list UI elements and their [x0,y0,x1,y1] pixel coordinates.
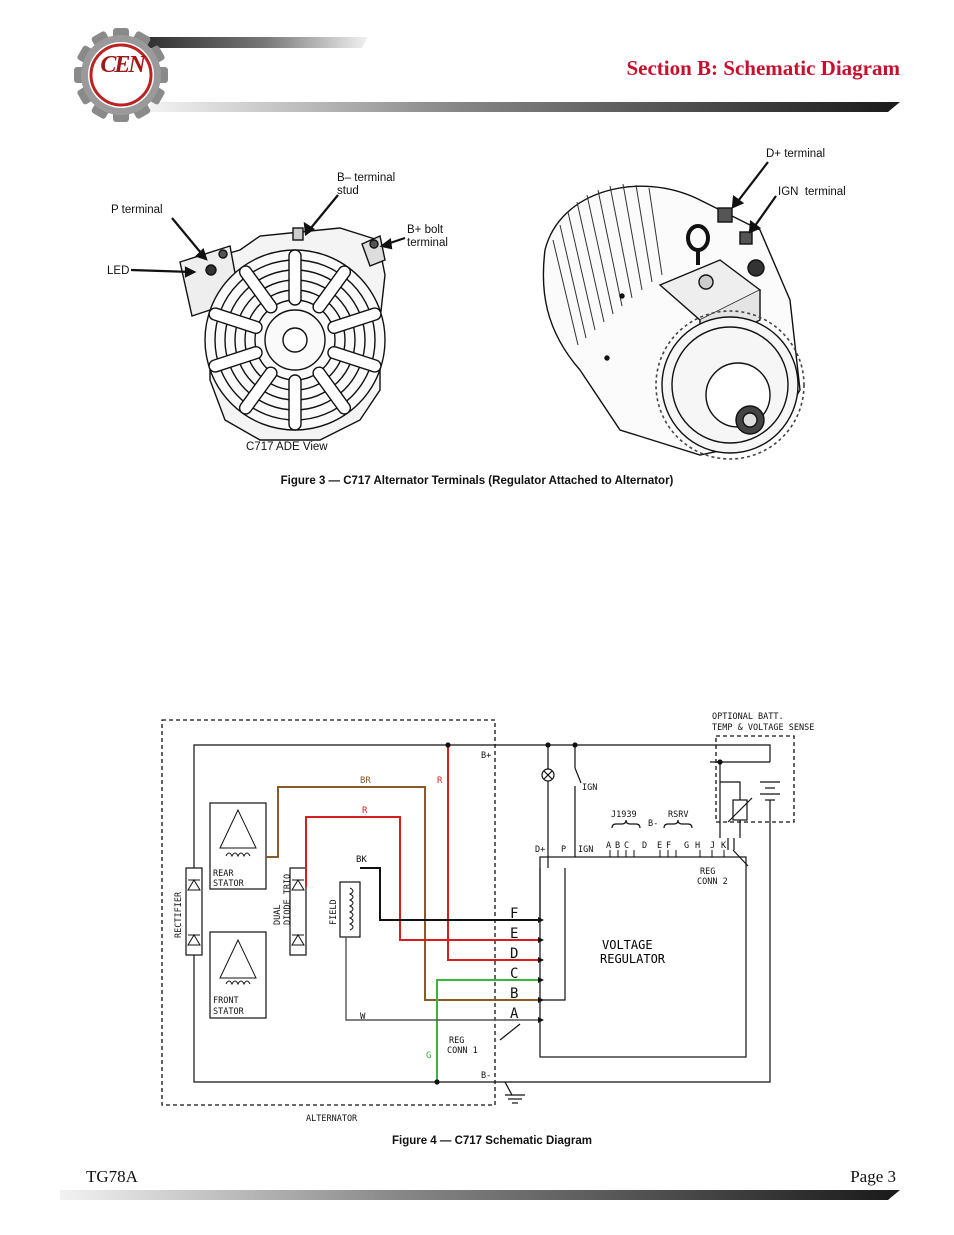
reg-conn2-label-2: CONN 2 [697,877,728,887]
rectifier-label: RECTIFIER [174,891,184,938]
conn-letter-e: E [510,926,518,942]
ign-terminal-label: IGN terminal [778,186,846,198]
ade-view-drawing [179,227,386,441]
pin-d: D [642,841,647,851]
pin-c: C [624,841,629,851]
p-terminal-label: P terminal [111,204,163,216]
pin-e: E [657,841,662,851]
conn-letter-d: D [510,946,518,962]
document-id: TG78A [86,1167,138,1186]
pin-b: B [615,841,620,851]
voltage-label: VOLTAGE [602,938,653,952]
ign-switch-label: IGN [582,783,597,793]
cen-logo [74,28,168,122]
b-plus-label: B+ [481,751,491,761]
rsrv-label: RSRV [668,810,688,820]
header-rule [150,102,900,112]
rear-stator-label-2: STATOR [213,879,245,889]
dual-diode-label-1: DUAL [273,905,283,925]
rear-stator-label-1: REAR [213,869,234,879]
figure3-caption: Figure 3 — C717 Alternator Terminals (Re… [280,475,674,487]
field-label: FIELD [329,899,339,925]
j1939-label: J1939 [611,810,637,820]
logo-text: CEN [100,52,145,78]
reg-conn1-label-2: CONN 1 [447,1046,478,1056]
pin-a: A [606,841,611,851]
r-wire-label-2: R [437,776,443,786]
pin-h: H [695,841,700,851]
conn-letter-b: B [510,986,518,1002]
footer-rule [60,1190,900,1200]
front-stator-label-2: STATOR [213,1007,245,1017]
page-number: Page 3 [850,1167,896,1186]
conn-letter-c: C [510,966,518,982]
optional-batt-label: OPTIONAL BATT. [712,712,784,722]
temp-voltage-sense-label: TEMP & VOLTAGE SENSE [712,723,814,733]
r-wire-label-1: R [362,806,368,816]
led-label: LED [107,265,130,277]
reg-conn1-label-1: REG [449,1036,464,1046]
reg-conn2-label-1: REG [700,867,715,877]
pin-j: J [710,841,715,851]
dual-diode-label-2: DIODE TRIO [283,874,293,925]
b-minus-pin-label: B- [648,819,658,829]
alternator-label: ALTERNATOR [306,1114,358,1124]
br-wire-label: BR [360,776,371,786]
figure4-caption: Figure 4 — C717 Schematic Diagram [391,1135,593,1147]
ign-terminal-label-schematic: IGN [578,845,593,855]
d-plus-terminal-label: D+ terminal [766,148,826,160]
page-title: Section B: Schematic Diagram [626,56,900,80]
pin-f: F [666,841,671,851]
header-top-bar [110,37,368,48]
pin-g: G [684,841,689,851]
w-wire-label: W [360,1012,366,1022]
front-stator-label-1: FRONT [213,996,239,1006]
b-minus-label: B- [481,1071,491,1081]
p-label: P [561,845,566,855]
pin-k: K [721,841,727,851]
perspective-view-drawing [542,183,805,460]
conn-letter-f: F [510,906,518,922]
ade-view-label: C717 ADE View [246,441,328,453]
bk-wire-label: BK [356,855,367,865]
g-wire-label: G [426,1051,431,1061]
regulator-label: REGULATOR [600,952,666,966]
d-plus-label: D+ [535,845,545,855]
conn-letter-a: A [510,1006,519,1022]
